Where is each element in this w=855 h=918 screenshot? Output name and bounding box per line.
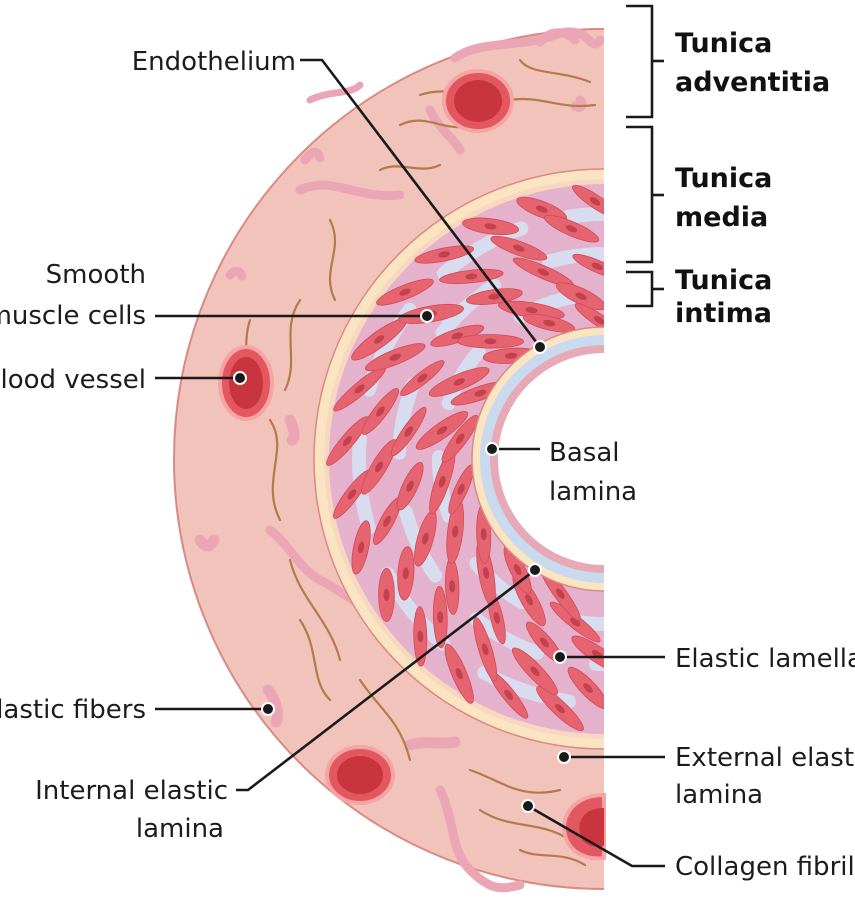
muscle-cell-nucleus [422,532,429,545]
label-collagen-fibrils: Collagen fibrils [675,852,855,882]
muscle-cell-nucleus [591,262,603,271]
label-basal-lamina-line2: lamina [549,477,637,507]
label-external-elastic-line1: External elastic [675,743,855,773]
muscle-cell-nucleus [436,426,448,435]
muscle-cell-nucleus [399,288,411,296]
muscle-cell-nucleus [354,384,365,394]
muscle-cell-nucleus [376,406,385,417]
muscle-cell-nucleus [451,332,463,340]
muscle-cell-nucleus [373,335,385,344]
muscle-cell-nucleus [575,292,587,301]
muscle-cell-nucleus [417,373,428,383]
muscle-cell-nucleus [402,567,409,580]
label-internal-elastic-line1: Internal elastic [35,776,228,806]
muscle-cell-nucleus [455,433,465,444]
muscle-cell-nucleus [535,205,548,213]
muscle-cell-nucleus [593,315,604,325]
label-basal-lamina-line1: Basal [549,438,619,468]
label-smooth-muscle-line1: Smooth [46,260,146,290]
muscle-cell-nucleus [539,637,549,648]
muscle-cell-nucleus [383,515,391,527]
adventitia-fibers [194,27,604,893]
label-elastic-lamella: Elastic lamella [675,644,855,674]
muscle-cell-nucleus [465,273,478,280]
muscle-cell-nucleus [449,580,456,593]
muscle-cell-nucleus [453,378,465,386]
label-blood-vessel: Blood vessel [0,365,146,395]
leader-lines [155,58,665,868]
elastic-lamellae [352,207,604,711]
muscle-cell-nucleus [484,223,497,230]
muscle-cell-nucleus [480,528,487,541]
muscle-cell-nucleus [389,353,401,361]
layer-adventitia-line1: Tunica [675,28,772,59]
muscle-cell-nucleus [404,426,413,437]
muscle-cell-nucleus [505,352,518,359]
layer-intima-line1: Tunica [675,265,772,296]
muscle-cell-nucleus [589,197,601,206]
muscle-cell-nucleus [357,541,365,554]
label-internal-elastic-line2: lamina [136,814,224,844]
muscle-cell-nucleus [513,564,522,576]
muscle-cell-nucleus [342,436,352,447]
muscle-cell-nucleus [455,668,463,680]
muscle-cell-nucleus [556,588,565,599]
muscle-cell-nucleus [513,244,525,252]
muscle-cell-nucleus [457,483,465,495]
muscle-cell-nucleus [406,480,414,492]
muscle-cell-nucleus [488,293,501,300]
muscle-cell-nucleus [570,617,581,627]
muscle-cell-nucleus [452,525,459,538]
layer-media-line2: media [675,202,768,233]
muscle-cell-nucleus [543,319,555,327]
muscle-cell-nucleus [504,689,514,700]
muscle-cell-nucleus [347,489,357,500]
layer-adventitia-line2: adventitia [675,67,830,98]
muscle-cell-nucleus [417,630,424,643]
label-elastic-fibers: Elastic fibers [0,695,146,725]
smooth-muscle-cells [326,184,604,732]
label-smooth-muscle-line2: muscle cells [0,301,146,331]
blood-vessels [218,69,606,861]
label-external-elastic-line2: lamina [675,780,763,810]
label-endothelium: Endothelium [132,47,296,77]
muscle-cell-nucleus [555,703,565,714]
muscle-cell-nucleus [374,461,384,473]
muscle-cell-nucleus [493,612,501,624]
layer-intima-line2: intima [675,298,772,329]
muscle-cell-nucleus [383,588,390,601]
muscle-cell-nucleus [484,338,497,345]
muscle-cell-nucleus [481,643,489,656]
layer-brackets [626,4,664,308]
leader-dots [233,309,571,813]
muscle-cell-nucleus [583,683,593,693]
muscle-cell-nucleus [474,389,487,397]
muscle-cell-nucleus [438,251,451,258]
muscle-cell-nucleus [437,611,444,624]
muscle-cell-nucleus [438,475,446,488]
muscle-cell-nucleus [530,666,540,677]
layer-media-line1: Tunica [675,163,772,194]
muscle-cell-nucleus [525,306,538,314]
muscle-cell-nucleus [565,225,578,233]
muscle-cell-nucleus [482,566,490,579]
muscle-cell-nucleus [537,268,549,276]
muscle-cell-nucleus [525,594,534,606]
lumen [498,353,604,565]
